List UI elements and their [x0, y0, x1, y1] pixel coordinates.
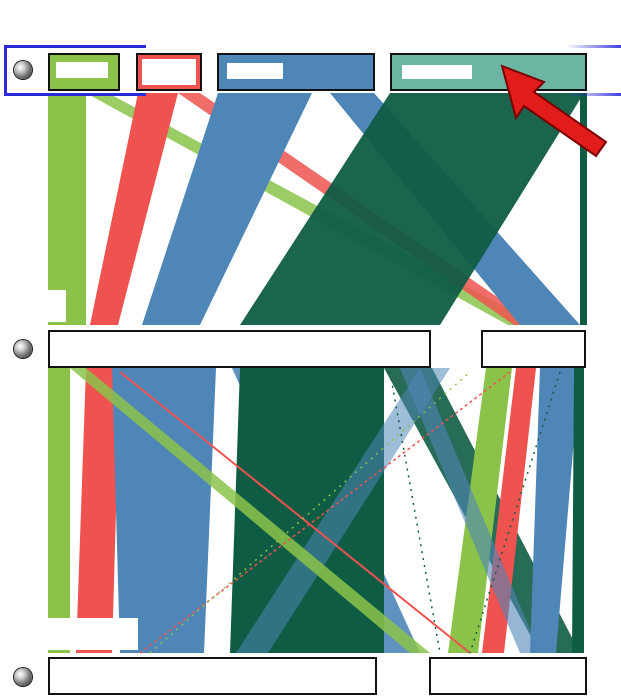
- flow-red-main: [90, 93, 178, 325]
- selection-frame: [4, 45, 146, 96]
- row-2-node-narrow[interactable]: [481, 330, 586, 368]
- flow2-blue-cross2: [400, 368, 540, 653]
- flow2-thin-green: [149, 371, 471, 654]
- row-2-node-wide[interactable]: [48, 330, 431, 368]
- node-green[interactable]: [48, 53, 120, 91]
- row-3-bullet-icon[interactable]: [14, 668, 32, 686]
- flow2-blue-cross: [236, 368, 450, 653]
- flow-dark-edge: [580, 93, 587, 325]
- flow2-thin-dark-2: [469, 371, 561, 654]
- row-3-node-narrow[interactable]: [429, 657, 587, 695]
- node-green-label-box: [56, 62, 108, 78]
- node-teal[interactable]: [390, 53, 587, 91]
- flow2-green-main: [48, 368, 70, 653]
- flow2-thin-red-1: [119, 371, 471, 654]
- flow-green-main: [48, 93, 86, 325]
- node-red[interactable]: [136, 53, 202, 91]
- label-mask-row-2: [36, 618, 138, 650]
- flow2-green-diag: [70, 368, 430, 653]
- row-2-bullet-icon[interactable]: [14, 340, 32, 358]
- row-1-bullet-icon[interactable]: [14, 61, 32, 79]
- selection-frame-right-fade-top: [566, 45, 621, 48]
- row-3-node-wide[interactable]: [48, 657, 377, 695]
- flow2-dark-right: [572, 368, 584, 653]
- node-blue-label-box: [227, 63, 283, 79]
- node-red-label-box: [142, 59, 196, 85]
- node-blue[interactable]: [217, 53, 375, 91]
- flow2-blue-main: [112, 368, 216, 653]
- node-teal-label-box: [402, 65, 472, 79]
- label-mask-row-1: [36, 290, 66, 322]
- flow2-dark-main: [230, 368, 384, 653]
- flow2-blue-right: [530, 368, 580, 653]
- flow2-red-main: [76, 368, 120, 653]
- selection-frame-right-fade-bottom: [566, 93, 621, 96]
- flow-dark-main: [240, 93, 584, 325]
- flow-blue-left: [142, 93, 312, 325]
- red-arrow-icon: [500, 64, 608, 158]
